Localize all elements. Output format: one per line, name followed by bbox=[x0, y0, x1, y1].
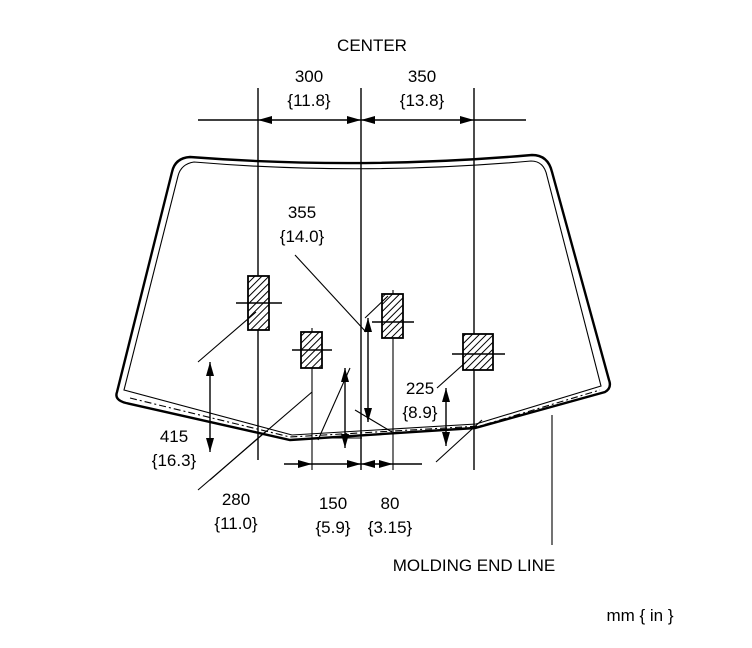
dim-415-inch-label: {16.3} bbox=[152, 451, 197, 470]
leader-lines bbox=[197, 254, 483, 491]
dim-150-inch-label: {5.9} bbox=[316, 518, 351, 537]
dim-355-inch-label: {14.0} bbox=[280, 227, 325, 246]
dim-300-350 bbox=[198, 116, 526, 124]
dim-280 bbox=[341, 368, 349, 448]
dim-280-label: 280 bbox=[222, 490, 250, 509]
dim-80-label: 80 bbox=[381, 494, 400, 513]
pad-1 bbox=[236, 275, 282, 331]
dim-150-label: 150 bbox=[319, 494, 347, 513]
dim-280-inch-label: {11.0} bbox=[214, 514, 258, 533]
dim-300-label: 300 bbox=[295, 67, 323, 86]
dim-225-inch-label: {8.9} bbox=[403, 403, 438, 422]
dim-350-label: 350 bbox=[408, 67, 436, 86]
dim-355 bbox=[364, 318, 372, 422]
dim-225 bbox=[442, 388, 450, 446]
dim-415 bbox=[206, 362, 214, 452]
molding-end-line-label: MOLDING END LINE bbox=[393, 556, 555, 575]
windshield-outline bbox=[115, 153, 612, 442]
units-label: mm { in } bbox=[606, 606, 673, 625]
dim-80-inch-label: {3.15} bbox=[368, 518, 413, 537]
dim-300-inch-label: {11.8} bbox=[287, 91, 331, 110]
dim-150-80 bbox=[284, 460, 422, 468]
center-label: CENTER bbox=[337, 36, 407, 55]
pad-2 bbox=[292, 331, 332, 369]
dim-415-label: 415 bbox=[160, 427, 188, 446]
pad-3 bbox=[372, 293, 414, 339]
dim-350-inch-label: {13.8} bbox=[400, 91, 445, 110]
dim-225-label: 225 bbox=[406, 379, 434, 398]
pad-4 bbox=[452, 333, 505, 371]
dim-355-label: 355 bbox=[288, 203, 316, 222]
